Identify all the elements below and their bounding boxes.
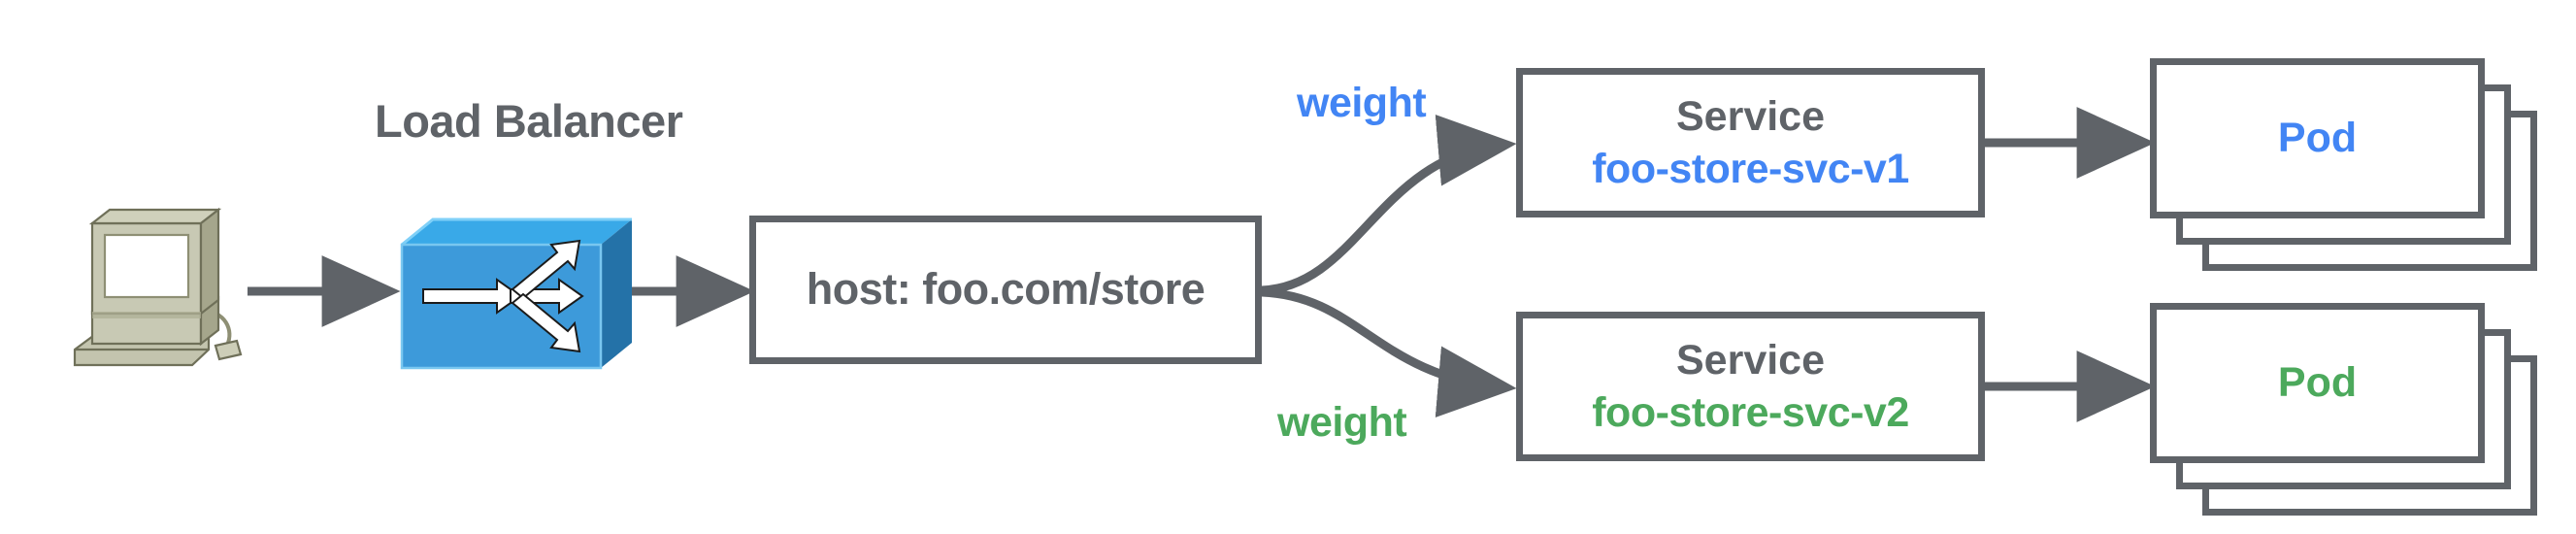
- pod-stack-v2[interactable]: Pod: [2150, 303, 2538, 526]
- service-title-v2: Service: [1675, 336, 1826, 384]
- service-title-v1: Service: [1675, 92, 1826, 140]
- weight-label-v2: weight: [1277, 399, 1407, 446]
- load-balancer-icon: [400, 217, 632, 370]
- edge-host-to-service-v2: [1261, 287, 1517, 417]
- pod-replica-front[interactable]: Pod: [2150, 303, 2485, 463]
- pod-label-v1: Pod: [2277, 115, 2358, 161]
- pod-stack-v1[interactable]: Pod: [2150, 58, 2538, 282]
- host-rule-box[interactable]: host: foo.com/store: [749, 216, 1262, 364]
- service-box-v2[interactable]: Service foo-store-svc-v2: [1516, 312, 1985, 461]
- weight-label-v1: weight: [1297, 80, 1427, 126]
- service-name-v1: foo-store-svc-v1: [1592, 146, 1909, 192]
- edge-host-to-service-v1: [1261, 115, 1517, 295]
- load-balancer-title: Load Balancer: [375, 95, 683, 147]
- pod-label-v2: Pod: [2277, 359, 2358, 406]
- pod-replica-front[interactable]: Pod: [2150, 58, 2485, 218]
- service-name-v2: foo-store-svc-v2: [1592, 389, 1909, 436]
- workstation-icon: [73, 207, 243, 367]
- service-box-v1[interactable]: Service foo-store-svc-v1: [1516, 68, 1985, 217]
- host-rule-label: host: foo.com/store: [806, 264, 1205, 315]
